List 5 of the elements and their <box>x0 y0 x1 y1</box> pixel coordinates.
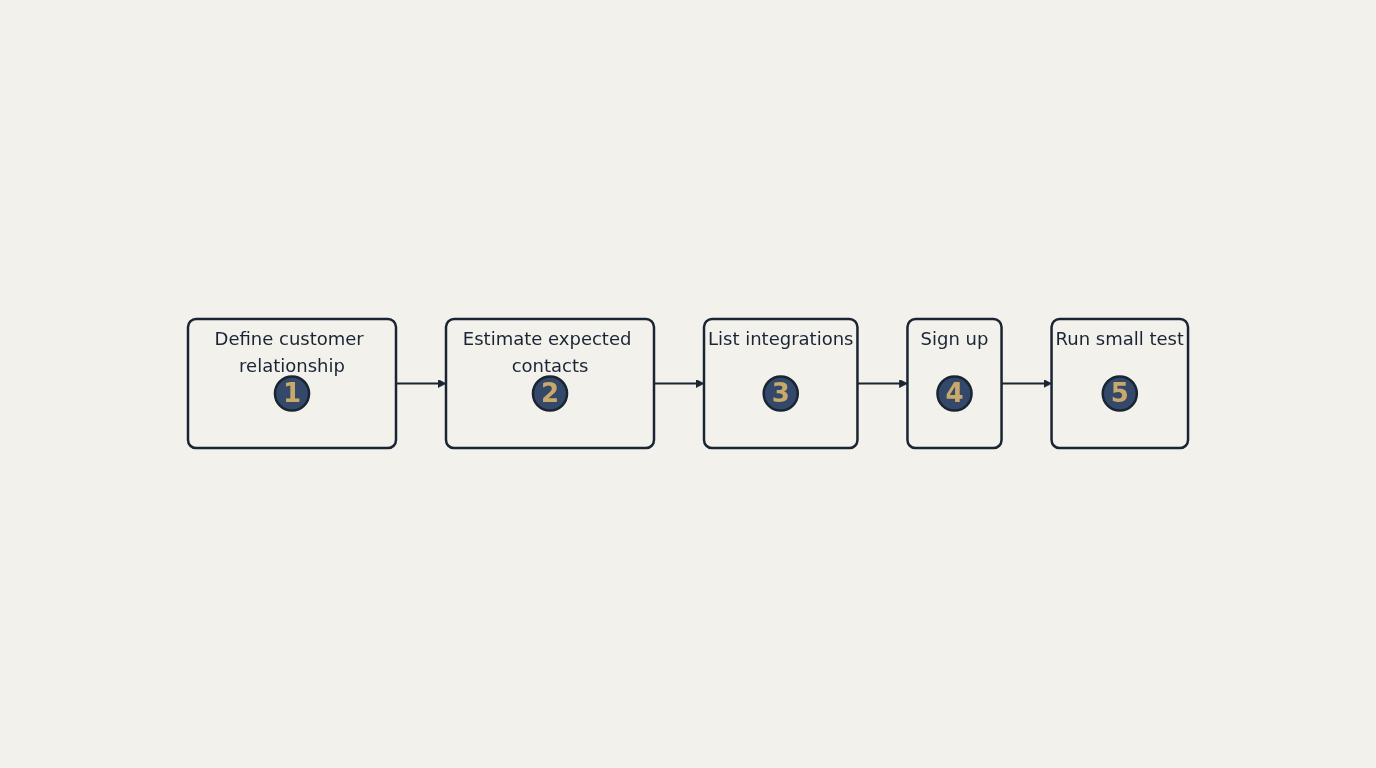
node-circle: 4 <box>936 375 973 413</box>
node-circle: 3 <box>762 375 799 413</box>
node-circle: 5 <box>1101 375 1139 413</box>
node-circle: 1 <box>273 375 311 413</box>
node-circle: 2 <box>531 375 569 413</box>
